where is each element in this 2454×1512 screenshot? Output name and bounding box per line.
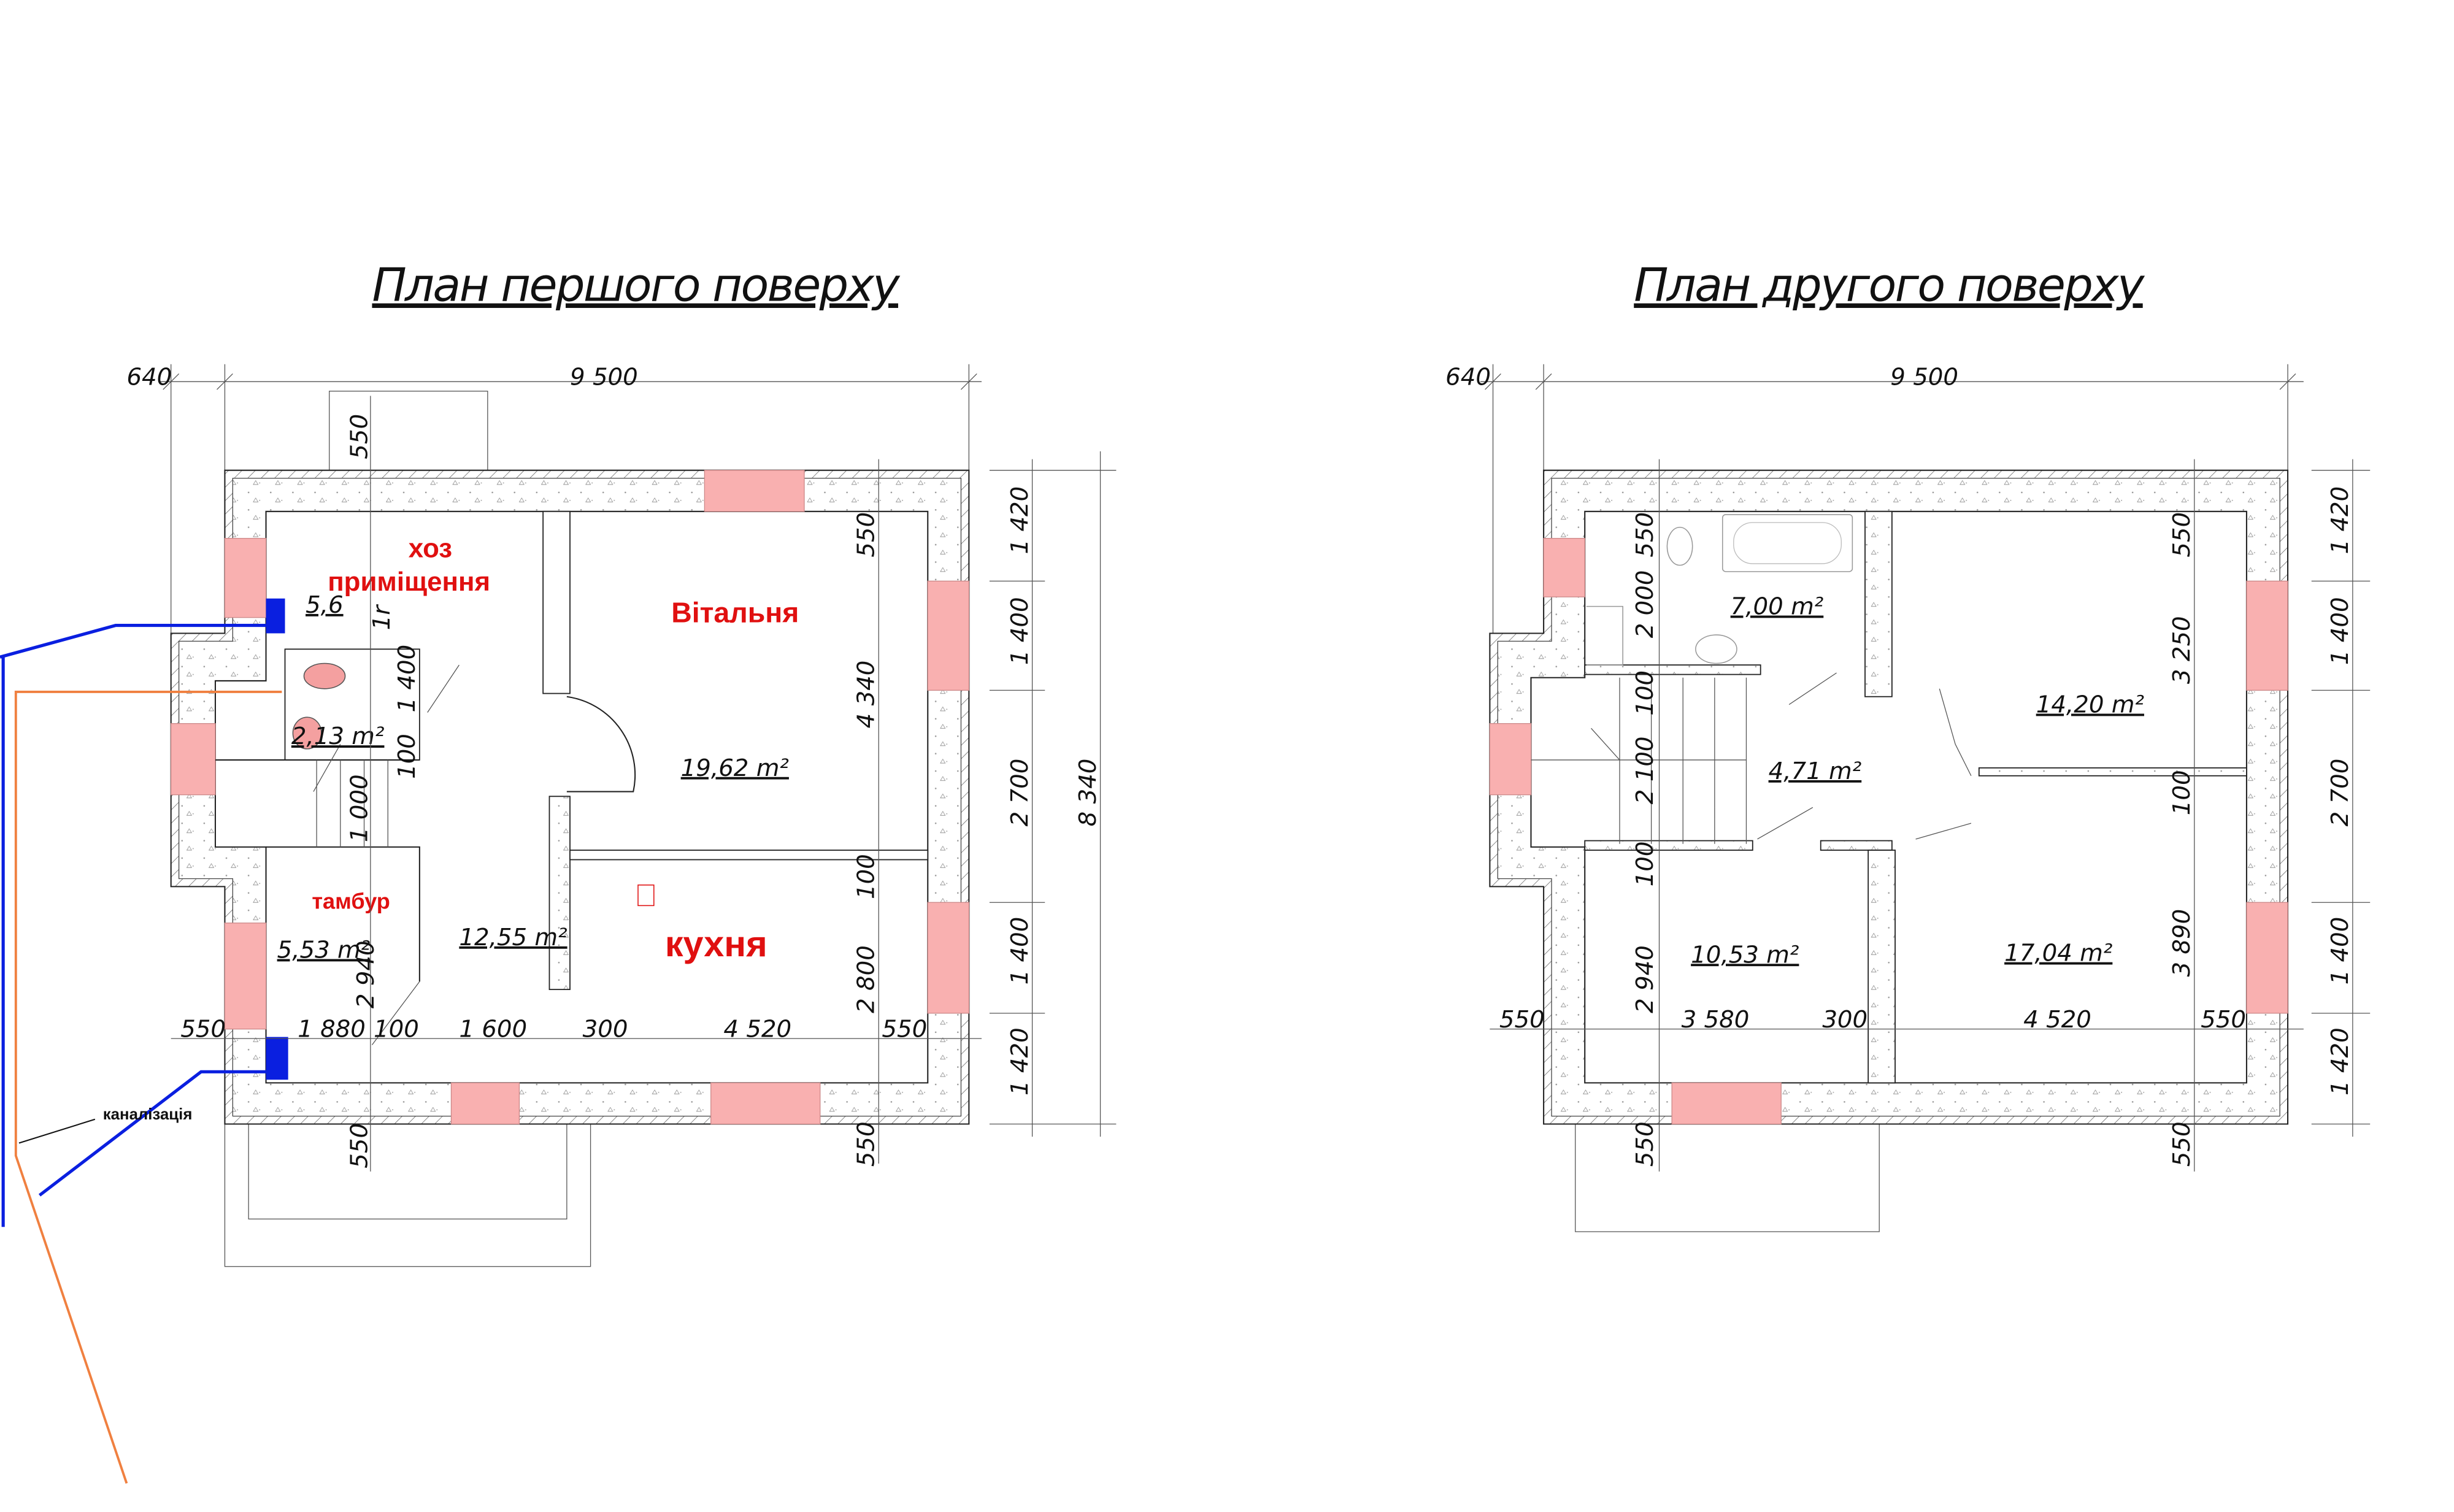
right-dimensions: 550 4 340 100 2 800 550 1 420 1 400 2 70… [853, 451, 1117, 1167]
dim: 550 [882, 1016, 927, 1043]
right-dimensions: 1 420 1 400 2 700 1 400 1 420 [2311, 459, 2371, 1137]
first-floor-plan: План першого поверху 640 9 500 [0, 259, 1117, 1484]
dim: 1 880 [298, 1016, 366, 1043]
bathroom-fixtures [1586, 514, 1853, 666]
windows [1489, 538, 2288, 1125]
dim: 550 [1631, 512, 1659, 558]
bathtub-icon [1721, 514, 1853, 572]
utility-lines: каналізація [0, 598, 288, 1484]
top-dimension: 640 9 500 [126, 363, 982, 634]
dim: 100 [374, 1016, 419, 1043]
dim: 550 [2168, 512, 2196, 558]
room-label-living: Вітальня [671, 596, 799, 628]
room-label-utility: хоз [409, 534, 452, 564]
dim: 550 [853, 1121, 880, 1167]
dim: 550 [2168, 1121, 2196, 1167]
dim: 2 940 [1631, 945, 1659, 1013]
dim: 1 400 [1006, 597, 1034, 665]
sewer-label: каналізація [103, 1106, 193, 1123]
area-bedroom-3: 10,53 m² [1691, 941, 1799, 969]
dim: 4 520 [2023, 1006, 2091, 1034]
dim: 2 700 [2326, 759, 2354, 827]
dim: 300 [1822, 1006, 1867, 1034]
dim: 550 [346, 414, 374, 459]
front-porch-step [248, 1123, 567, 1219]
dim: 100 [2168, 770, 2196, 815]
dim-9500: 9 500 [1890, 363, 1958, 391]
toilet-icon [303, 662, 346, 689]
dim: 100 [853, 854, 880, 899]
dim: 2 000 [1631, 570, 1659, 638]
toilet-icon [1666, 526, 1693, 566]
dim: 2 800 [853, 945, 880, 1013]
dim: 100 [1631, 842, 1659, 887]
dim: 1 400 [393, 645, 421, 713]
dim: 1 000 [346, 774, 374, 842]
dim: 1 400 [2326, 597, 2354, 665]
front-porch [224, 1123, 591, 1267]
dim-9500: 9 500 [570, 363, 638, 391]
dim: 100 [393, 734, 421, 779]
dim: 300 [583, 1016, 628, 1043]
top-dimension: 640 9 500 [1445, 363, 2304, 634]
second-floor-title: План другого поверху [1634, 259, 2145, 312]
balcony-outline [1575, 1124, 1880, 1232]
sink-icon [292, 716, 322, 750]
dim: 550 [346, 1123, 374, 1169]
area-utility: 5,6 [306, 591, 344, 619]
sewer-riser-bottom [266, 1037, 288, 1080]
shower-icon [1586, 605, 1623, 666]
area-bedroom-1: 14,20 m² [2036, 691, 2144, 719]
dim: 1 420 [2326, 1027, 2354, 1096]
room-label-kitchen: кухня [665, 923, 767, 964]
dim: 550 [1631, 1121, 1659, 1167]
first-floor-title: План першого поверху [372, 259, 901, 312]
area-vestibule: 5,53 m² [277, 937, 371, 964]
interior-walls [1531, 510, 2247, 1084]
dim-640: 640 [126, 363, 172, 391]
dim: 100 [1631, 670, 1659, 716]
dim: 1 420 [1006, 1027, 1034, 1096]
dim: 2 700 [1006, 759, 1034, 827]
dim: 1r [368, 604, 396, 631]
area-hall: 12,55 m² [459, 924, 567, 951]
windows [171, 470, 969, 1125]
sink-icon [1695, 634, 1737, 664]
dim: 2 940 [352, 940, 380, 1008]
wc-fixtures [292, 662, 346, 750]
room-label-utility-2: приміщення [328, 567, 490, 597]
dim: 550 [2201, 1006, 2246, 1034]
room-label-vestibule: тамбур [312, 889, 390, 914]
dim-640: 640 [1445, 363, 1491, 391]
dim: 2 100 [1631, 736, 1659, 804]
area-bedroom-2: 17,04 m² [2004, 940, 2112, 967]
dim: 3 580 [1682, 1006, 1750, 1034]
dim: 1 400 [2326, 917, 2354, 985]
dim: 3 250 [2168, 616, 2196, 684]
bottom-dimensions: 550 1 880 100 1 600 300 4 520 550 [171, 1016, 982, 1043]
area-hall: 4,71 m² [1769, 758, 1862, 785]
second-floor-plan: План другого поверху 640 9 500 [1445, 259, 2371, 1232]
inner-dimensions: 550 2 000 100 2 100 100 2 940 550 550 3 … [1631, 459, 2196, 1172]
dim: 1 420 [2326, 486, 2354, 555]
dim: 4 340 [853, 661, 880, 729]
kitchen-marker [637, 885, 655, 907]
dim: 550 [1499, 1006, 1545, 1034]
interior-walls [215, 510, 929, 1045]
dim: 1 420 [1006, 486, 1034, 555]
area-bathroom: 7,00 m² [1731, 593, 1824, 621]
area-living: 19,62 m² [681, 754, 789, 782]
area-wc: 2,13 m² [291, 723, 385, 750]
dim: 3 890 [2168, 909, 2196, 977]
inner-dimensions: 550 550 1 400 100 1 000 2 940 1r [346, 396, 421, 1172]
dim: 550 [180, 1016, 226, 1043]
bottom-dimensions: 550 3 580 300 4 520 550 [1490, 1006, 2304, 1034]
dim: 1 400 [1006, 917, 1034, 985]
dim-total-height: 8 340 [1074, 759, 1102, 827]
sewer-riser-top [266, 598, 285, 634]
dim: 550 [853, 512, 880, 558]
dim: 1 600 [459, 1016, 527, 1043]
dim: 4 520 [723, 1016, 791, 1043]
